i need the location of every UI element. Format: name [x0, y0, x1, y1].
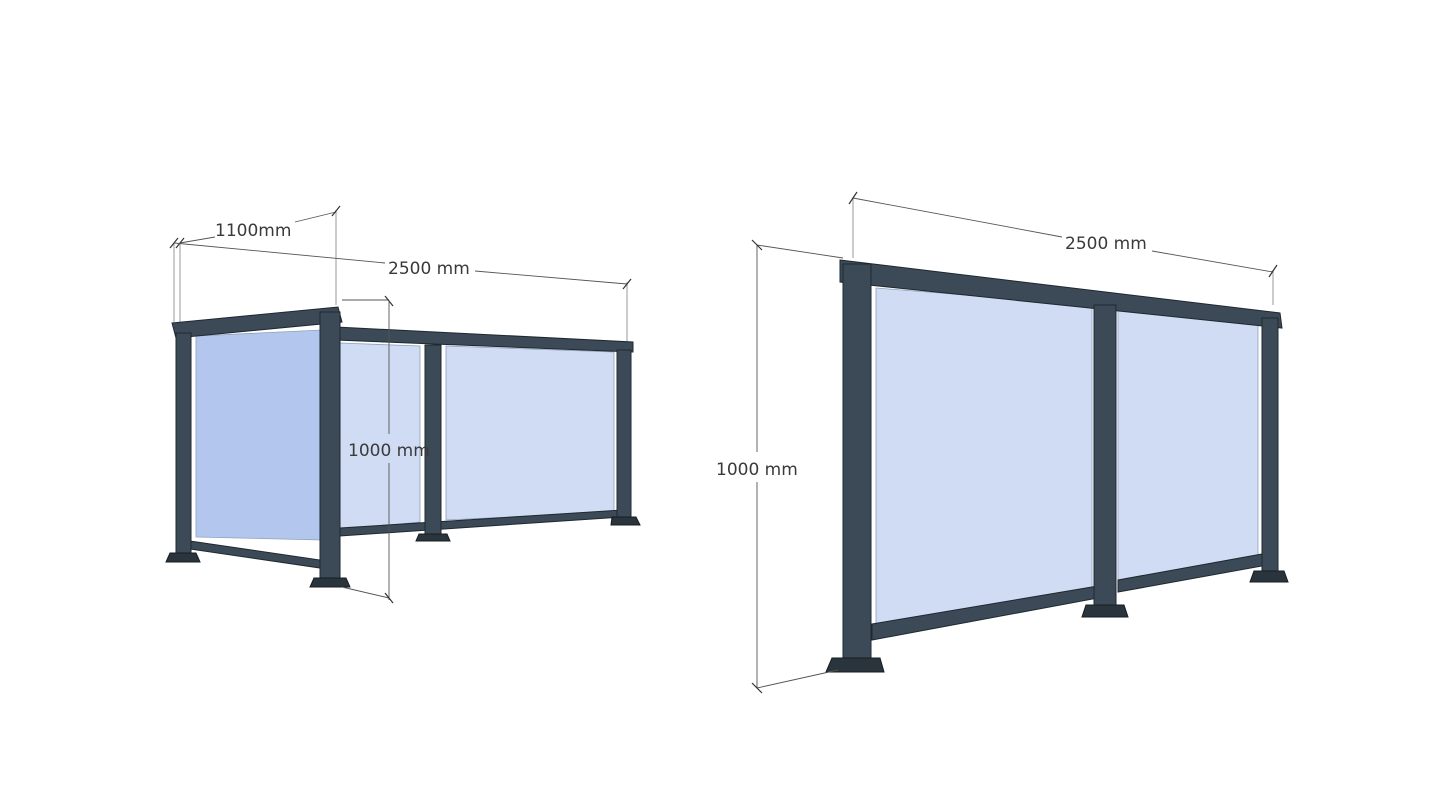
post-front-corner	[319, 311, 341, 581]
bottom-rail-side	[182, 539, 321, 569]
post-right-left	[842, 263, 872, 661]
post-right-middle	[1093, 304, 1117, 608]
dimension-length-label-left: 2500 mm	[388, 259, 470, 279]
post-right-end	[1261, 317, 1279, 573]
dimension-length-label-right: 2500 mm	[1065, 234, 1147, 254]
post-side-corner	[175, 332, 192, 554]
right-barrier-view: 2500 mm 1000 mm	[716, 191, 1289, 694]
glass-panel-back-2	[445, 345, 615, 521]
post-back-end	[616, 349, 632, 519]
post-back-middle	[424, 344, 442, 536]
dimension-height-label-right: 1000 mm	[716, 460, 798, 480]
left-barrier-view: 1100mm 2500 mm 1000 mm	[165, 205, 641, 604]
top-rail-side	[171, 306, 343, 339]
foot-back-end	[610, 516, 641, 526]
foot-front-corner	[309, 577, 351, 588]
dimension-depth-label: 1100mm	[215, 221, 291, 241]
glass-panel-side	[195, 329, 323, 541]
glass-panel-back-1	[339, 342, 421, 531]
dimension-height-label-left: 1000 mm	[348, 441, 430, 461]
glass-panel-right-2	[1117, 309, 1259, 581]
foot-side-corner	[165, 552, 201, 563]
top-rail-right	[839, 259, 1283, 329]
foot-right-middle	[1081, 604, 1129, 618]
foot-right-end	[1249, 570, 1289, 583]
foot-right-left	[825, 657, 885, 673]
glass-panel-right-1	[875, 287, 1093, 625]
foot-back-middle	[415, 533, 451, 542]
